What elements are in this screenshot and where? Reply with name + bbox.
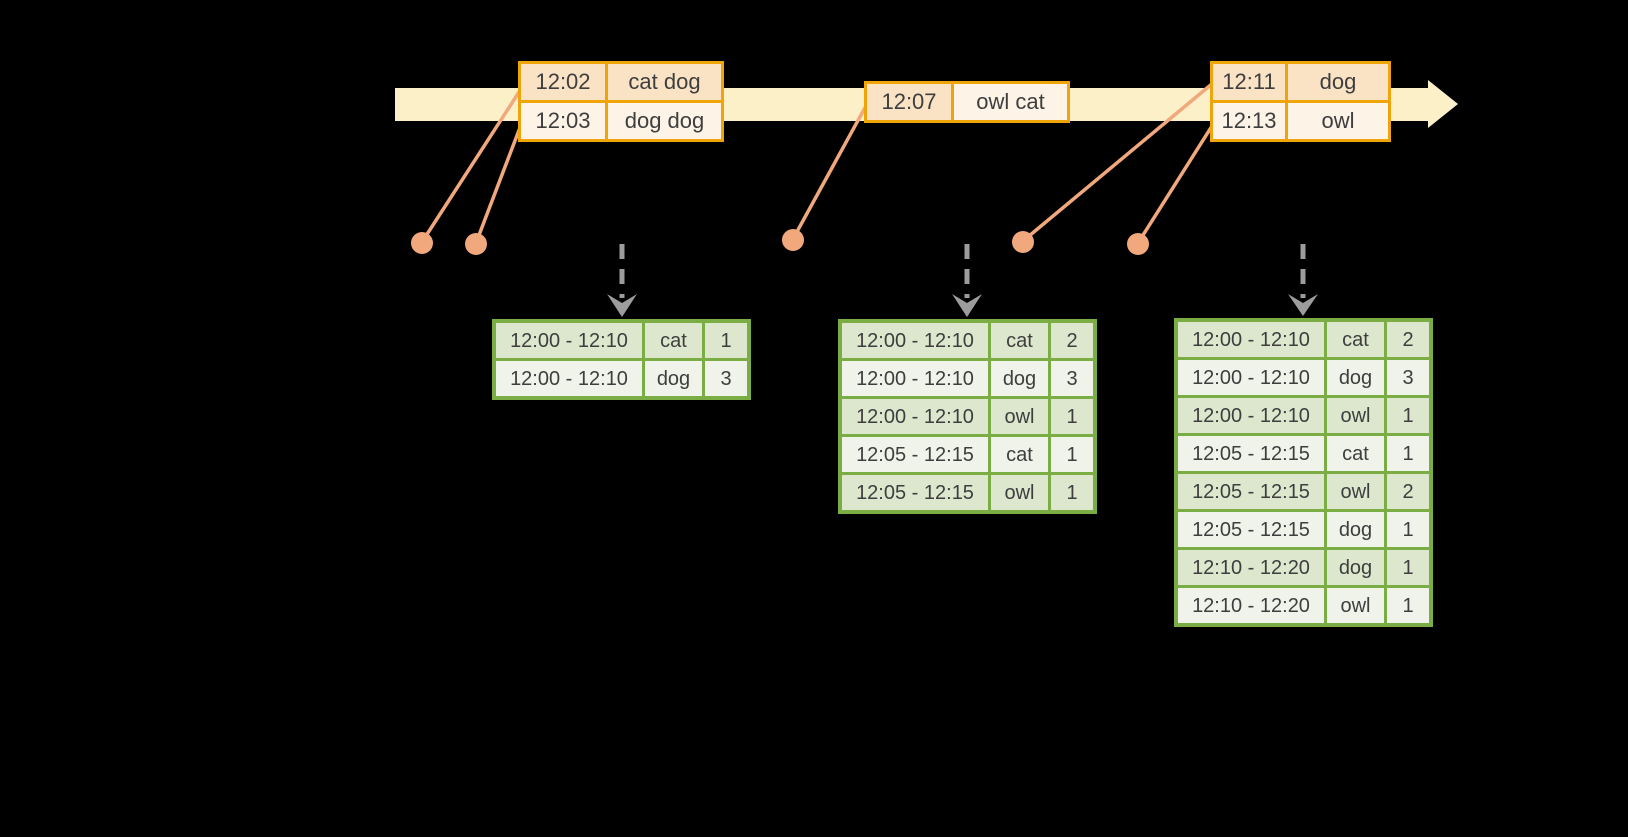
trigger-arrow-icon [952,244,982,317]
count-cell: 1 [1387,436,1429,471]
count-cell: 2 [1387,322,1429,357]
count-cell: 2 [1387,474,1429,509]
word-cell: cat [991,323,1048,358]
word-cell: dog [645,361,702,396]
window-cell: 12:00 - 12:10 [496,323,642,358]
window-cell: 12:00 - 12:10 [842,399,988,434]
event-time-cell: 12:02 [521,64,605,100]
count-cell: 1 [1387,398,1429,433]
window-cell: 12:05 - 12:15 [842,437,988,472]
word-cell: owl [1327,588,1384,623]
count-cell: 1 [705,323,747,358]
word-cell: cat [991,437,1048,472]
window-cell: 12:10 - 12:20 [1178,550,1324,585]
word-cell: owl [991,475,1048,510]
count-cell: 1 [1387,550,1429,585]
word-cell: cat [1327,322,1384,357]
count-cell: 1 [1051,399,1093,434]
event-words-cell: cat dog [608,64,721,100]
window-cell: 12:00 - 12:10 [1178,322,1324,357]
word-cell: cat [1327,436,1384,471]
event-time-cell: 12:03 [521,103,605,139]
count-cell: 1 [1051,475,1093,510]
event-words-cell: owl [1288,103,1388,139]
event-dots [411,229,1149,255]
result-table-2: 12:00 - 12:10 cat 2 12:00 - 12:10 dog 3 … [838,319,1097,514]
word-cell: dog [1327,550,1384,585]
event-table-1: 12:02 cat dog 12:03 dog dog [518,61,724,142]
event-connector-line [474,124,523,244]
window-cell: 12:00 - 12:10 [496,361,642,396]
word-cell: dog [991,361,1048,396]
event-words-cell: owl cat [954,84,1067,120]
trigger-arrows [607,244,1318,317]
count-cell: 3 [705,361,747,396]
count-cell: 1 [1051,437,1093,472]
event-table-2: 12:07 owl cat [864,81,1070,123]
window-cell: 12:00 - 12:10 [1178,360,1324,395]
count-cell: 1 [1387,512,1429,547]
word-cell: cat [645,323,702,358]
event-dot [1127,233,1149,255]
window-cell: 12:05 - 12:15 [1178,512,1324,547]
event-words-cell: dog [1288,64,1388,100]
window-cell: 12:10 - 12:20 [1178,588,1324,623]
event-dot [465,233,487,255]
word-cell: dog [1327,360,1384,395]
event-dot [782,229,804,251]
window-cell: 12:05 - 12:15 [1178,474,1324,509]
window-cell: 12:00 - 12:10 [842,323,988,358]
event-connector-line [1136,125,1214,244]
event-time-cell: 12:13 [1213,103,1285,139]
event-dot [1012,231,1034,253]
count-cell: 2 [1051,323,1093,358]
window-cell: 12:00 - 12:10 [1178,398,1324,433]
word-cell: owl [1327,474,1384,509]
window-cell: 12:05 - 12:15 [1178,436,1324,471]
count-cell: 1 [1387,588,1429,623]
timeline-arrowhead-icon [1428,80,1458,128]
result-table-3: 12:00 - 12:10 cat 2 12:00 - 12:10 dog 3 … [1174,318,1433,627]
window-cell: 12:00 - 12:10 [842,361,988,396]
count-cell: 3 [1051,361,1093,396]
count-cell: 3 [1387,360,1429,395]
word-cell: owl [991,399,1048,434]
event-words-cell: dog dog [608,103,721,139]
result-table-1: 12:00 - 12:10 cat 1 12:00 - 12:10 dog 3 [492,319,751,400]
event-dot [411,232,433,254]
window-cell: 12:05 - 12:15 [842,475,988,510]
event-connector-line [791,103,869,240]
event-table-3: 12:11 dog 12:13 owl [1210,61,1391,142]
trigger-arrow-icon [1288,244,1318,316]
word-cell: owl [1327,398,1384,433]
event-time-cell: 12:07 [867,84,951,120]
event-time-cell: 12:11 [1213,64,1285,100]
word-cell: dog [1327,512,1384,547]
trigger-arrow-icon [607,244,637,317]
